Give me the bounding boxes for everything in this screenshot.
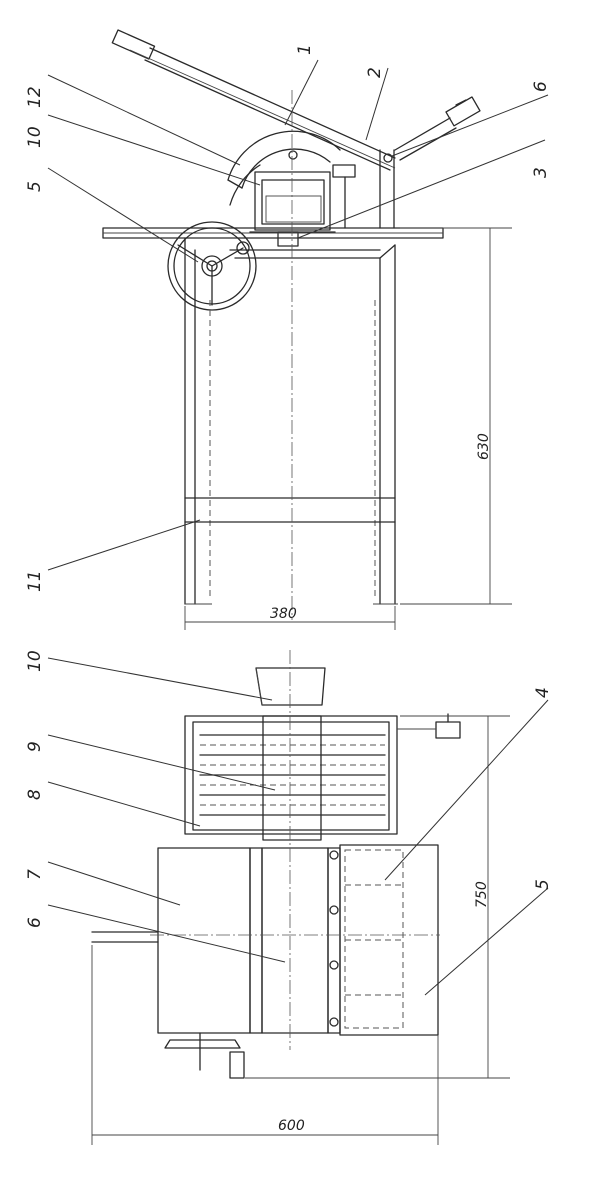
dim-height-bottom: 750: [474, 881, 490, 908]
blade-guard: [227, 130, 341, 206]
callout-top-6: 6: [531, 81, 551, 92]
dimension-600: 600: [91, 945, 439, 1145]
frame-legs: [184, 237, 398, 605]
feed-hopper: [255, 667, 326, 706]
base-feet: [164, 1032, 245, 1079]
callout-bottom-10: 10: [25, 650, 45, 672]
callout-top-2: 2: [365, 67, 385, 78]
callouts-top: 1 2 12 10 5 6 3 11: [25, 44, 551, 592]
callout-bottom-8: 8: [25, 789, 45, 800]
handle-arm: [111, 29, 396, 229]
cutter-box: [249, 164, 356, 247]
callout-bottom-5: 5: [533, 879, 553, 890]
callout-top-1: 1: [295, 44, 315, 55]
roller-housing: [184, 713, 461, 841]
callout-bottom-7: 7: [25, 869, 45, 880]
plan-view: 750 600 10 9 8 7 6 4 5: [25, 650, 553, 1145]
callout-top-5: 5: [25, 181, 45, 192]
callout-bottom-6: 6: [25, 917, 45, 928]
dimension-750: 750: [245, 715, 510, 1079]
hand-wheel: [167, 221, 257, 311]
dim-width-bottom: 600: [278, 1118, 305, 1134]
callout-top-11: 11: [25, 570, 45, 592]
table-top: [102, 227, 444, 239]
dimension-630: 630: [400, 227, 512, 605]
callout-bottom-9: 9: [25, 741, 45, 752]
callout-top-10: 10: [25, 126, 45, 148]
callout-top-3: 3: [531, 167, 551, 178]
side-lever: [394, 96, 481, 161]
callout-bottom-4: 4: [533, 687, 553, 698]
callouts-bottom: 10 9 8 7 6 4 5: [25, 650, 553, 996]
callout-top-12: 12: [25, 86, 45, 108]
dim-width-top: 380: [270, 606, 297, 622]
front-elevation-view: 630 380 1 2 12 10 5 6 3 11: [25, 29, 551, 630]
dim-height-top: 630: [476, 433, 492, 460]
dimension-380: 380: [184, 606, 396, 630]
main-body: [91, 844, 439, 1036]
